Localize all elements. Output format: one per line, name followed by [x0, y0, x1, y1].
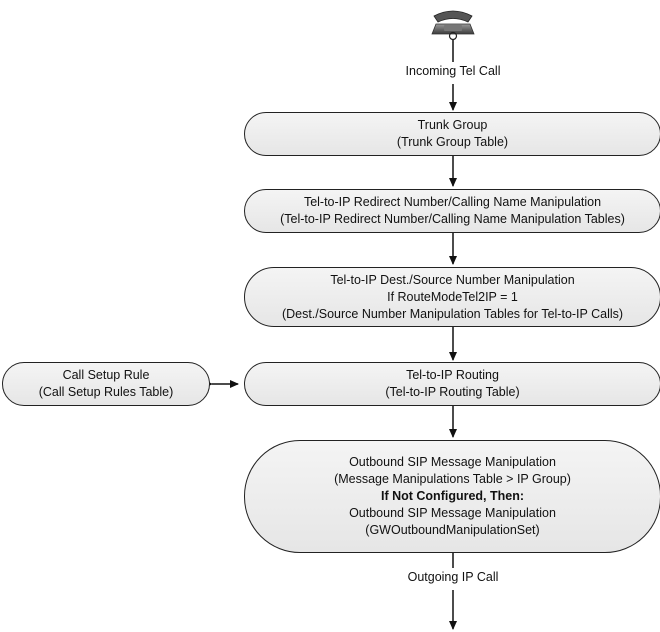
- incoming-call-label: Incoming Tel Call: [392, 64, 514, 78]
- routing-title: Tel-to-IP Routing: [406, 368, 499, 382]
- call-setup-rule-node: Call Setup Rule (Call Setup Rules Table): [2, 362, 210, 406]
- dest-source-condition: If RouteModeTel2IP = 1: [387, 289, 518, 304]
- outbound-fallback-title: Outbound SIP Message Manipulation: [349, 506, 556, 520]
- outbound-fallback-subtitle: (GWOutboundManipulationSet): [365, 523, 540, 537]
- telephone-icon: [431, 10, 475, 40]
- outbound-title: Outbound SIP Message Manipulation: [349, 455, 556, 469]
- tel-to-ip-routing-node: Tel-to-IP Routing (Tel-to-IP Routing Tab…: [244, 362, 660, 406]
- outbound-subtitle: (Message Manipulations Table > IP Group): [334, 472, 571, 486]
- redirect-subtitle: (Tel-to-IP Redirect Number/Calling Name …: [280, 212, 625, 226]
- trunk-group-title: Trunk Group: [417, 118, 488, 132]
- trunk-group-subtitle: (Trunk Group Table): [396, 135, 509, 149]
- outbound-manipulation-node: Outbound SIP Message Manipulation (Messa…: [244, 440, 660, 553]
- trunk-group-node: Trunk Group (Trunk Group Table): [244, 112, 660, 156]
- outbound-fallback-heading: If Not Configured, Then:: [380, 489, 525, 503]
- redirect-manipulation-node: Tel-to-IP Redirect Number/Calling Name M…: [244, 189, 660, 233]
- call-setup-title: Call Setup Rule: [62, 368, 150, 382]
- call-setup-subtitle: (Call Setup Rules Table): [38, 385, 174, 399]
- dest-source-manipulation-node: Tel-to-IP Dest./Source Number Manipulati…: [244, 267, 660, 327]
- outgoing-call-label: Outgoing IP Call: [393, 570, 513, 584]
- routing-subtitle: (Tel-to-IP Routing Table): [385, 385, 520, 399]
- redirect-title: Tel-to-IP Redirect Number/Calling Name M…: [303, 195, 602, 209]
- dest-source-title: Tel-to-IP Dest./Source Number Manipulati…: [330, 272, 575, 287]
- dest-source-subtitle: (Dest./Source Number Manipulation Tables…: [281, 306, 624, 321]
